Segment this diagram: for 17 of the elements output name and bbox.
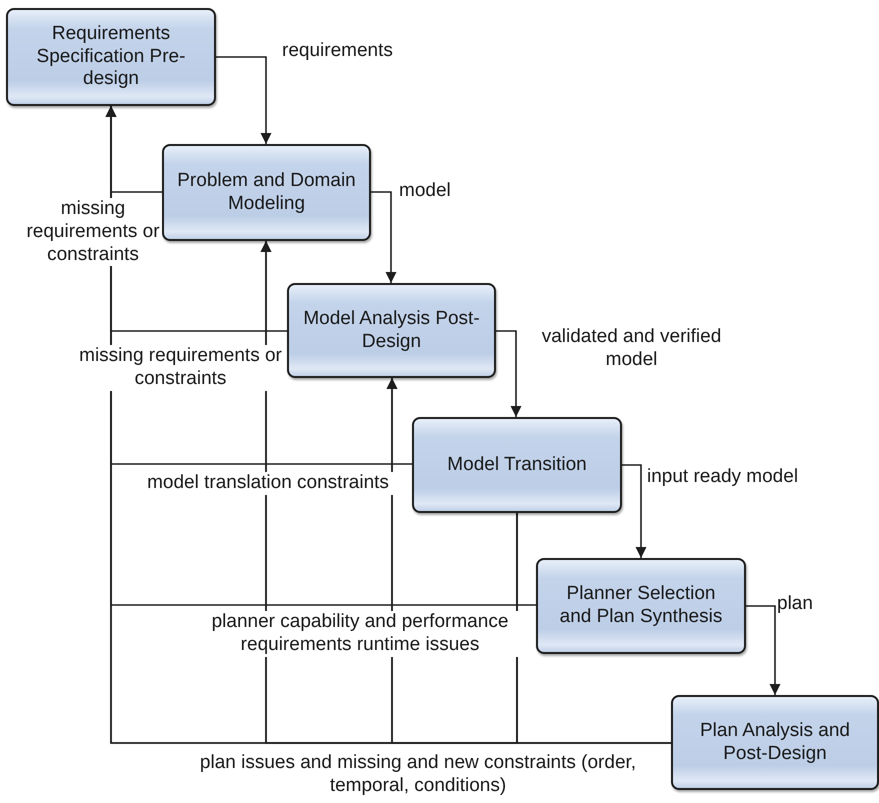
arrow (622, 464, 646, 558)
box-label: Planner Selection and Plan Synthesis (558, 583, 724, 629)
box-label: Model Transition (447, 454, 587, 476)
process-box (6, 8, 216, 106)
arrow (216, 56, 272, 144)
arrow (496, 330, 522, 417)
box-label: Plan Analysis and Post-Design (699, 720, 851, 766)
process-box (536, 558, 746, 654)
arrow (371, 191, 396, 283)
box-label: Model Analysis Post-Design (302, 308, 481, 354)
arrow (746, 605, 780, 695)
process-box (287, 283, 496, 378)
process-box (162, 144, 371, 241)
box-label: Requirements Specification Pre-design (36, 22, 186, 92)
process-box (671, 695, 879, 790)
process-box (412, 417, 622, 513)
box-label: Problem and Domain Modeling (176, 170, 357, 216)
